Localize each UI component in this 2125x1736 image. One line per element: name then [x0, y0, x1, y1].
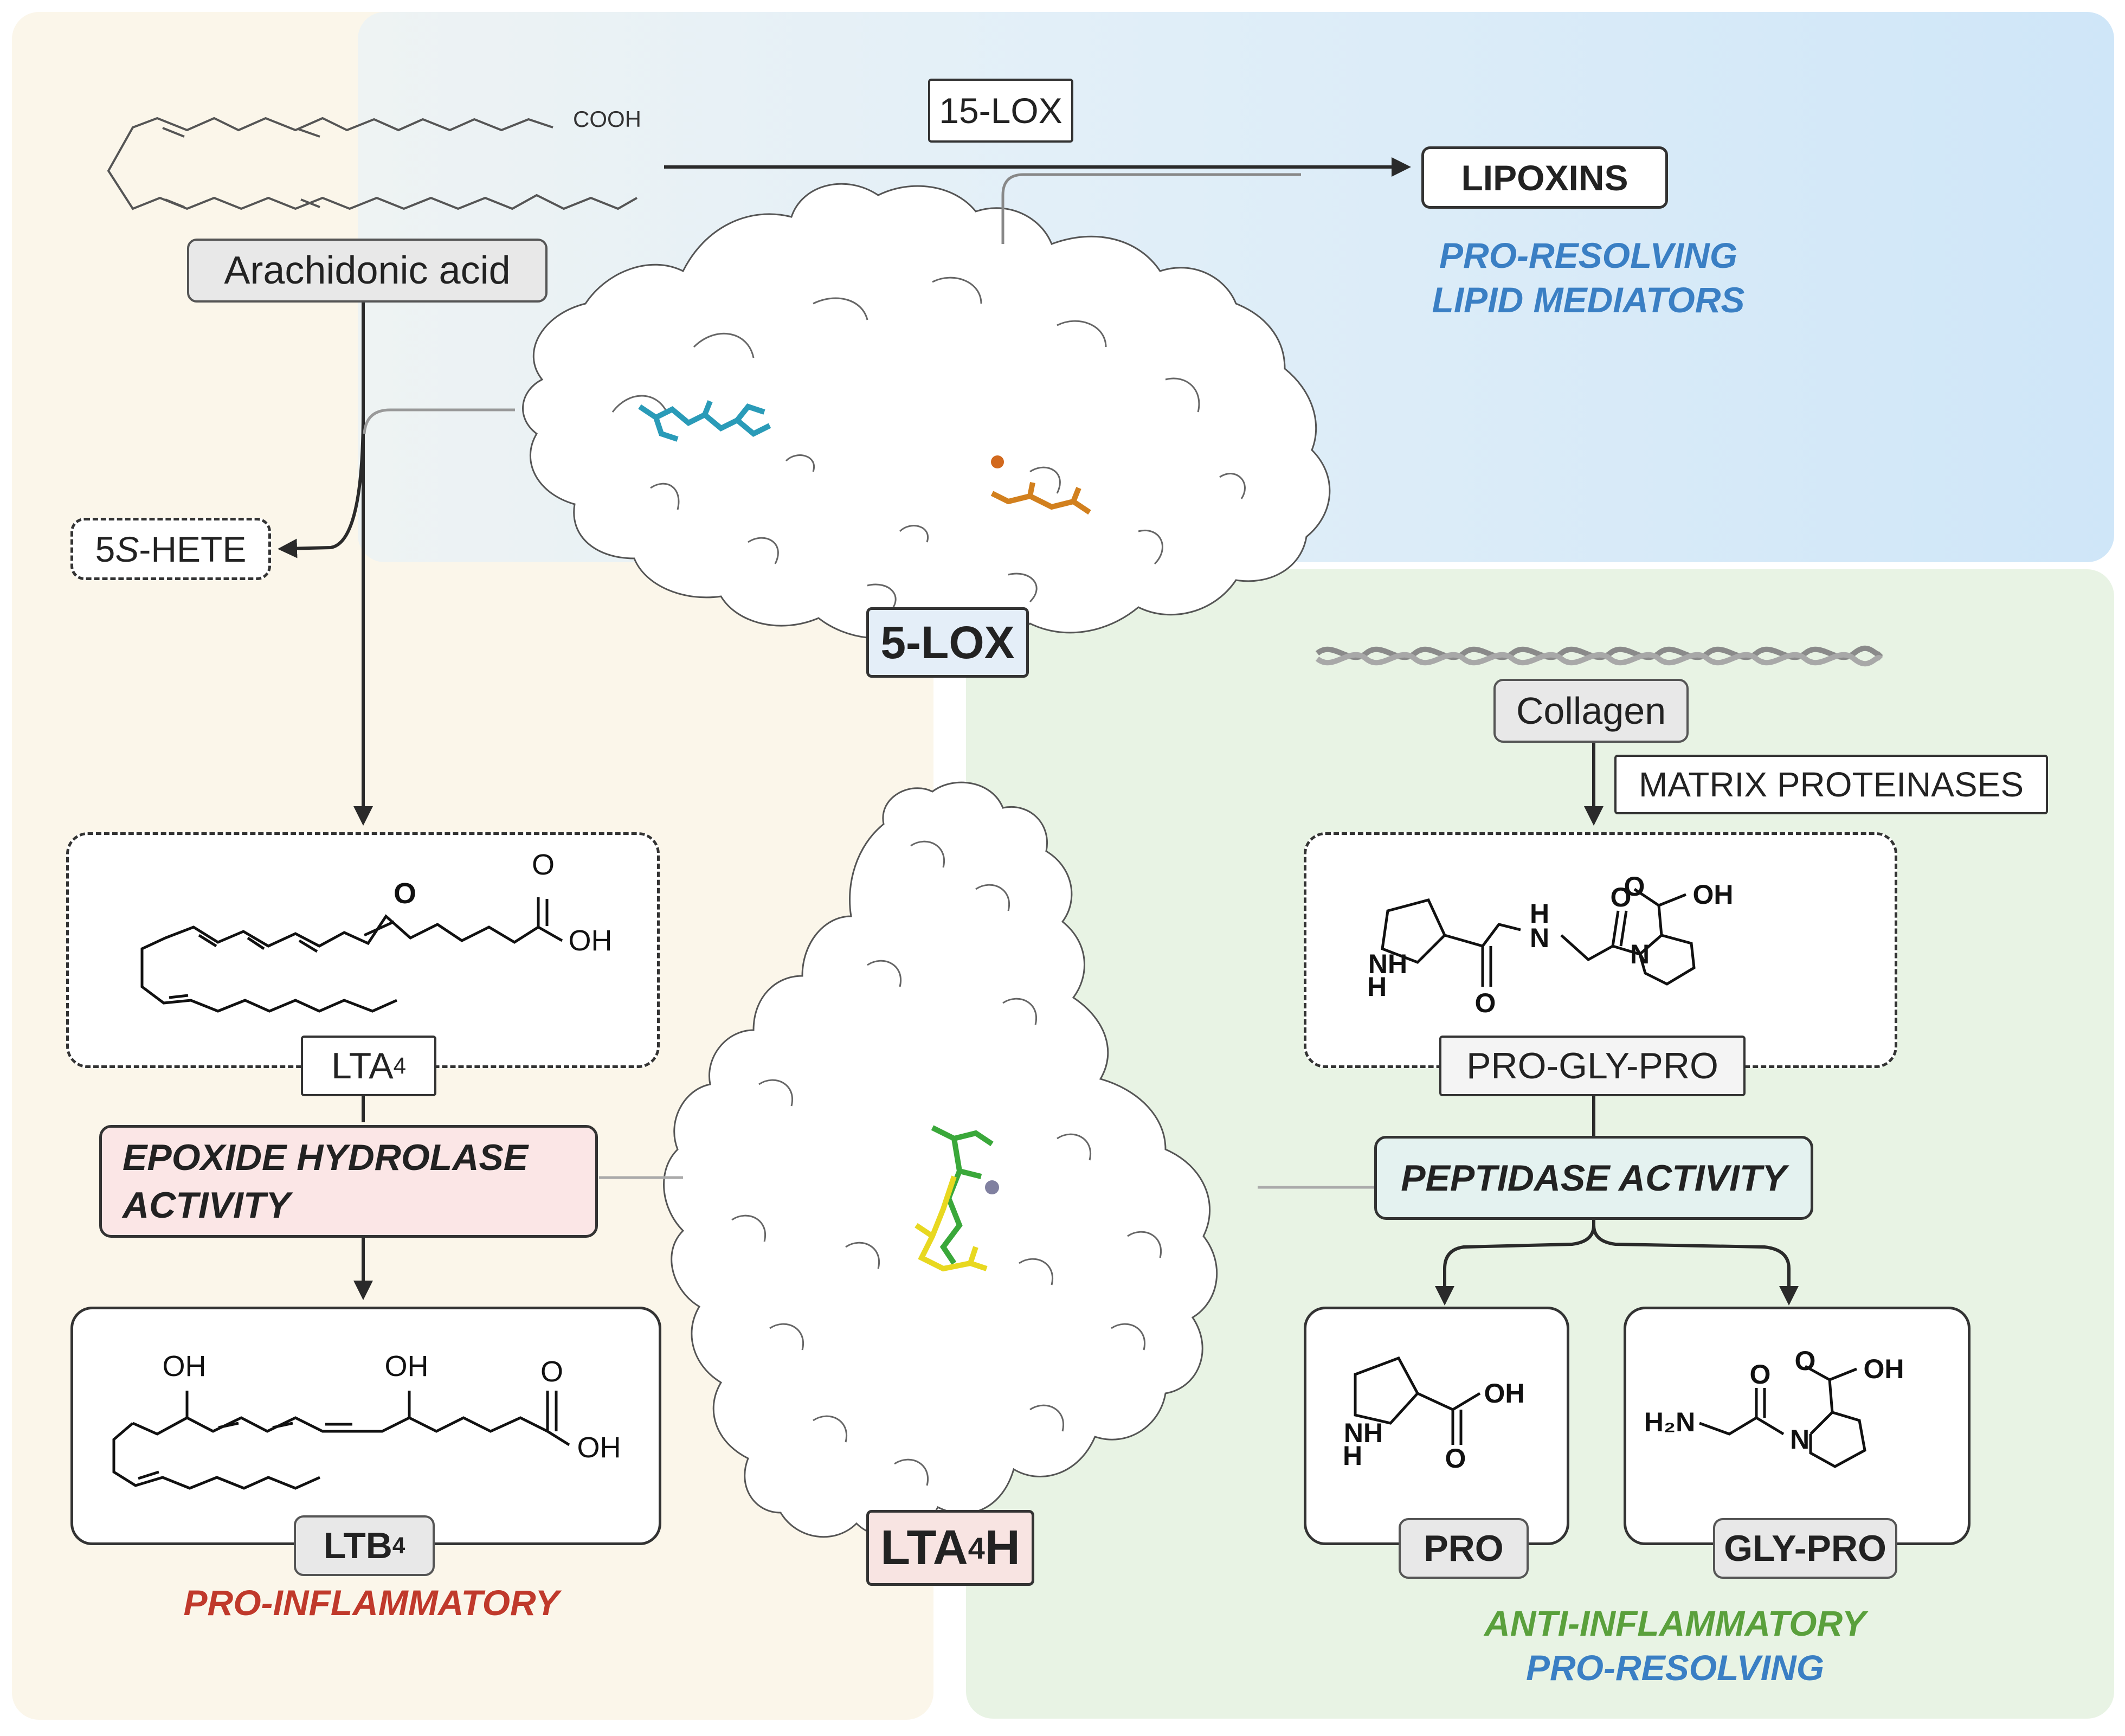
- lta4h-ligands: [915, 1125, 994, 1272]
- lta4-panel: O O OH: [66, 832, 660, 1068]
- lta4-oh: OH: [568, 924, 613, 957]
- pgp-n-amide: N: [1529, 923, 1550, 953]
- lta4h-protein-surface: [663, 781, 1218, 1538]
- pro-panel: NH H O OH: [1304, 1307, 1569, 1545]
- ltb4-panel: OH OH O OH: [70, 1307, 661, 1545]
- pgp-h-amide: H: [1529, 898, 1550, 929]
- glypro-h2n: H₂N: [1644, 1406, 1696, 1437]
- pgp-label: PRO-GLY-PRO: [1439, 1036, 1746, 1096]
- lta4-sub: 4: [393, 1053, 407, 1078]
- pgp-o-1: O: [1474, 988, 1496, 1018]
- lox5-substrate-ligand: [990, 482, 1091, 515]
- lta4-base: LTA: [331, 1045, 394, 1086]
- lta4-carbonyl-o: O: [531, 848, 555, 881]
- matrix-proteinases-label: MATRIX PROTEINASES: [1614, 755, 2048, 814]
- glypro-n: N: [1789, 1424, 1810, 1455]
- pgp-n-ring: N: [1630, 939, 1650, 969]
- glypro-oh: OH: [1863, 1354, 1904, 1384]
- pgp-panel: NH H N H O O N O OH: [1304, 832, 1897, 1068]
- glypro-o-1: O: [1749, 1359, 1771, 1390]
- hete-prefix: 5: [95, 529, 115, 569]
- hete-suffix: -HETE: [139, 529, 247, 569]
- pro-label: PRO: [1399, 1518, 1529, 1579]
- pgp-o-2: O: [1610, 882, 1632, 912]
- anti-inflammatory-label: ANTI-INFLAMMATORY: [1484, 1603, 1866, 1643]
- epoxide-line1: EPOXIDE HYDROLASE: [123, 1136, 529, 1178]
- pgp-nh-1: NH: [1368, 948, 1408, 979]
- pro-resolving-label: PRO-RESOLVING: [1525, 1648, 1825, 1688]
- arachidonic-acid-label: Arachidonic acid: [187, 239, 548, 303]
- peptidase-activity-box: PEPTIDASE ACTIVITY: [1374, 1136, 1813, 1220]
- cooh-label: COOH: [573, 106, 641, 132]
- lta4h-sub: 4: [968, 1531, 985, 1565]
- pgp-h-1: H: [1367, 972, 1387, 1002]
- lox5-label: 5-LOX: [866, 607, 1029, 678]
- ltb4-base: LTB: [323, 1525, 392, 1566]
- ltb4-carbonyl-o: O: [540, 1355, 563, 1388]
- pathway-arrows: [278, 157, 1799, 1306]
- epoxide-line2: ACTIVITY: [123, 1185, 291, 1226]
- glypro-structure: [1699, 1365, 1866, 1468]
- ltb4-oh-2: OH: [384, 1350, 429, 1383]
- ltb4-sub: 4: [392, 1533, 405, 1558]
- pro-resolving-lipid-mediators-line2: LIPID MEDIATORS: [1432, 280, 1745, 320]
- glypro-panel: H₂N O N O OH: [1624, 1307, 1971, 1545]
- lox5-protein-surface: [522, 183, 1331, 646]
- pro-inflammatory-label: PRO-INFLAMMATORY: [183, 1583, 559, 1623]
- lta4-structure: [140, 897, 563, 1013]
- hete-s: S: [115, 529, 139, 569]
- pgp-structure: [1381, 888, 1696, 987]
- lipoxins-label: LIPOXINS: [1421, 146, 1668, 209]
- arachidonic-acid-structure: [107, 117, 638, 210]
- pro-h: H: [1342, 1441, 1363, 1471]
- lox5-inhibitor-ligand: [638, 400, 771, 442]
- glypro-o-2: O: [1794, 1346, 1816, 1376]
- epoxide-hydrolase-box: EPOXIDE HYDROLASE ACTIVITY: [99, 1125, 598, 1238]
- ltb4-oh-1: OH: [162, 1350, 207, 1383]
- lta4h-base: LTA: [880, 1520, 968, 1575]
- pgp-o-3: O: [1624, 871, 1645, 902]
- collagen-helix: [1315, 645, 1883, 667]
- pro-oh: OH: [1484, 1378, 1525, 1409]
- lox15-label: 15-LOX: [928, 79, 1073, 143]
- pro-o: O: [1445, 1443, 1466, 1474]
- pro-resolving-lipid-mediators-line1: PRO-RESOLVING: [1439, 235, 1738, 275]
- pgp-oh: OH: [1692, 879, 1734, 910]
- lta4h-suffix: H: [984, 1520, 1020, 1575]
- lta4-epoxide-o: O: [393, 877, 416, 910]
- collagen-label: Collagen: [1493, 679, 1689, 743]
- gly-pro-label: GLY-PRO: [1713, 1518, 1897, 1579]
- pro-structure: [1354, 1356, 1481, 1445]
- pro-nh: NH: [1343, 1417, 1383, 1448]
- ltb4-structure: [112, 1391, 570, 1490]
- ltb4-carboxyl-oh: OH: [577, 1431, 621, 1464]
